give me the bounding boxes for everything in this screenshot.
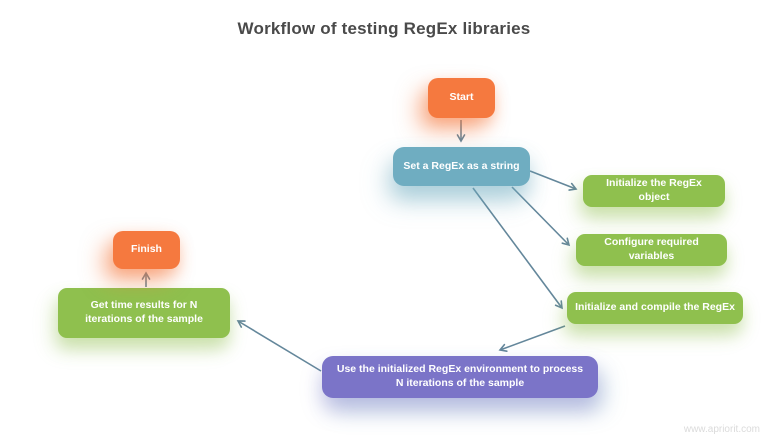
arrow-set-regex-to-init-compile — [472, 187, 563, 310]
finish-node-label: Finish — [131, 243, 162, 256]
init-regex-object-node-label: Initialize the RegEx object — [606, 177, 702, 203]
arrow-set-regex-to-init-object — [529, 170, 578, 191]
start-node-label: Start — [449, 91, 474, 104]
configure-variables-node-label: Configure required variables — [604, 236, 699, 262]
start-node: Start — [428, 78, 495, 118]
watermark: www.apriorit.com — [683, 424, 760, 435]
arrow-init-compile-to-process — [498, 325, 566, 353]
arrow-set-regex-to-config-vars — [511, 186, 571, 247]
init-compile-regex-node: Initialize and compile the RegEx — [567, 292, 743, 324]
process-iterations-node-label: Use the initialized RegEx environment to… — [336, 363, 584, 389]
configure-variables-node: Configure required variables — [576, 234, 727, 266]
get-time-results-node: Get time results for N iterations of the… — [58, 288, 230, 338]
init-compile-regex-node-label: Initialize and compile the RegEx — [575, 301, 735, 314]
set-regex-node-label: Set a RegEx as a string — [403, 159, 520, 172]
set-regex-node: Set a RegEx as a string — [393, 147, 530, 186]
finish-node: Finish — [113, 231, 180, 269]
process-iterations-node: Use the initialized RegEx environment to… — [322, 356, 598, 398]
init-regex-object-node: Initialize the RegEx object — [583, 175, 725, 207]
get-time-results-node-label: Get time results for N iterations of the… — [85, 299, 203, 325]
arrow-process-to-get-time — [236, 320, 322, 372]
diagram-title: Workflow of testing RegEx libraries — [237, 19, 531, 38]
